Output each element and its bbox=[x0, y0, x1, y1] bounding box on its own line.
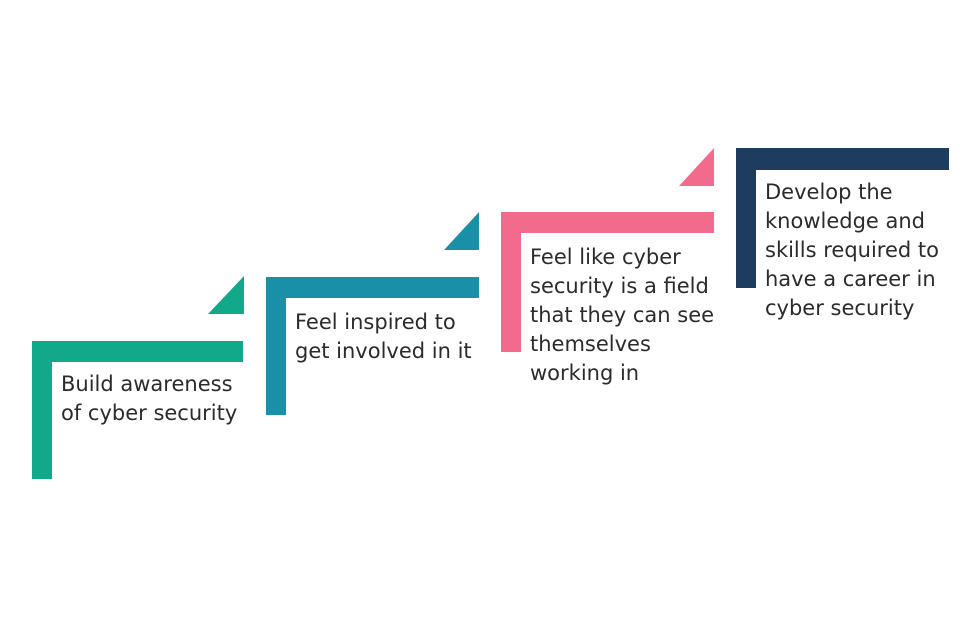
step-3-line-2: security is a field bbox=[530, 274, 709, 298]
step-2-corner-triangle bbox=[444, 212, 479, 250]
step-1-top-bar bbox=[32, 341, 243, 362]
step-4-top-bar bbox=[736, 148, 949, 170]
step-2-side-bar bbox=[266, 277, 286, 415]
step-2-text: Feel inspired to get involved in it bbox=[295, 308, 472, 366]
step-2-line-1: Feel inspired to bbox=[295, 310, 456, 334]
step-4-line-4: have a career in bbox=[765, 267, 936, 291]
step-3-text: Feel like cyber security is a field that t… bbox=[530, 243, 714, 388]
step-4-line-3: skills required to bbox=[765, 238, 939, 262]
step-1-side-bar bbox=[32, 341, 52, 479]
step-3-line-3: that they can see bbox=[530, 303, 715, 327]
step-3-corner-triangle bbox=[679, 148, 714, 186]
step-4-side-bar bbox=[736, 148, 756, 288]
step-3-line-1: Feel like cyber bbox=[530, 245, 681, 269]
step-2-line-2: get involved in it bbox=[295, 339, 472, 363]
step-3-side-bar bbox=[501, 212, 521, 352]
step-3-line-4: themselves bbox=[530, 332, 651, 356]
step-4-line-5: cyber security bbox=[765, 296, 915, 320]
step-1-line-1: Build awareness bbox=[61, 372, 233, 396]
step-2-top-bar bbox=[266, 277, 479, 298]
step-4-text: Develop the knowledge and skills required … bbox=[765, 178, 939, 323]
step-1-corner-triangle bbox=[208, 276, 244, 314]
step-4-line-1: Develop the bbox=[765, 180, 893, 204]
step-4-line-2: knowledge and bbox=[765, 209, 926, 233]
step-1-text: Build awareness of cyber security bbox=[61, 370, 237, 428]
step-3-line-5: working in bbox=[530, 361, 640, 385]
step-1-line-2: of cyber security bbox=[61, 401, 238, 425]
step-3-top-bar bbox=[501, 212, 714, 233]
